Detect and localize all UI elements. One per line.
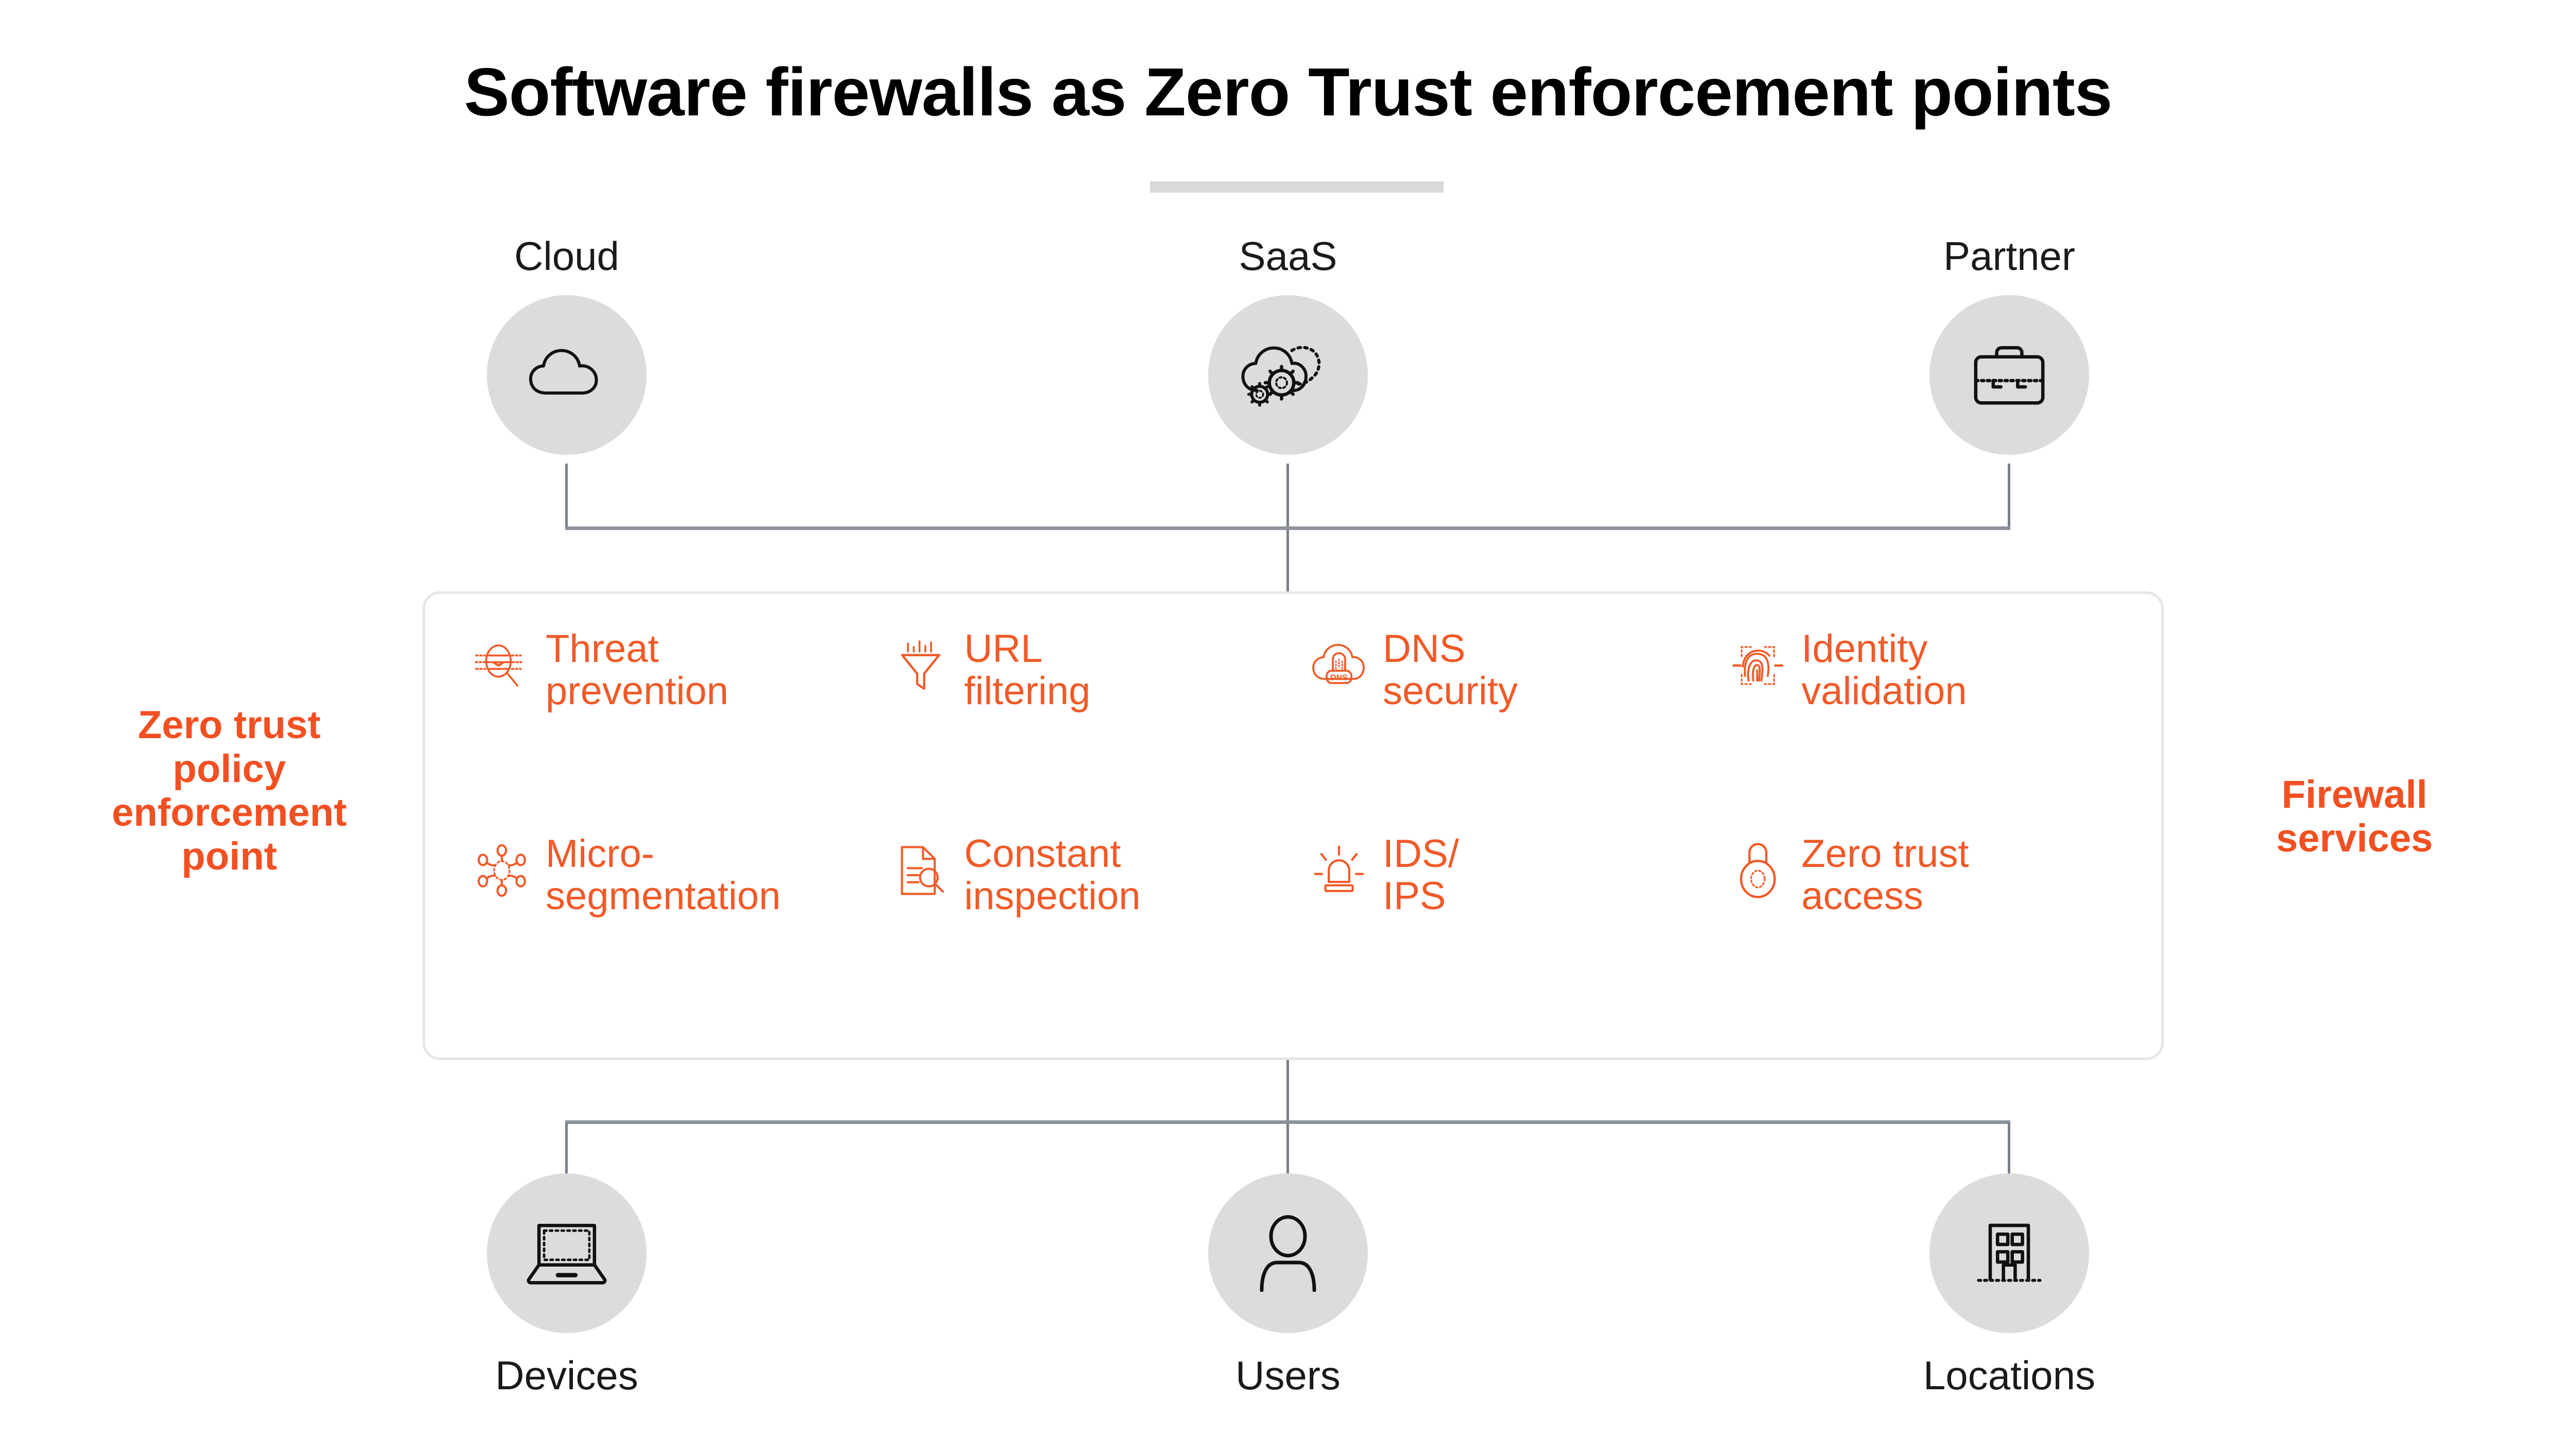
connector-users-drop <box>1286 1123 1289 1173</box>
top-node-cloud-label: Cloud <box>514 233 619 279</box>
top-node-partner-circle <box>1929 295 2089 455</box>
cloud-gears-icon <box>1239 339 1337 411</box>
svg-text:DNS: DNS <box>1330 674 1348 683</box>
service-identity-validation-label: Identity validation <box>1801 627 1967 713</box>
service-ids-ips-label: IDS/ IPS <box>1383 832 1459 918</box>
bottom-node-locations[interactable]: Locations <box>1844 1173 2174 1398</box>
bottom-node-users-label: Users <box>1235 1353 1341 1398</box>
connector-partner-drop <box>2008 464 2010 530</box>
laptop-icon <box>523 1217 611 1289</box>
service-micro-segmentation-label: Micro- segmentation <box>546 832 781 918</box>
document-magnifier-icon <box>890 840 951 901</box>
service-url-filtering-label: URL filtering <box>964 627 1091 713</box>
service-zero-trust-access[interactable]: Zero trust access <box>1714 832 2133 1025</box>
fingerprint-scan-icon <box>1727 635 1788 696</box>
top-node-partner-label: Partner <box>1943 233 2075 279</box>
connector-locations-drop <box>2008 1123 2010 1179</box>
top-node-partner[interactable]: Partner <box>1844 234 2174 455</box>
bottom-node-locations-label: Locations <box>1923 1353 2095 1398</box>
building-icon <box>1971 1215 2047 1291</box>
service-identity-validation[interactable]: Identity validation <box>1714 627 2133 820</box>
firewall-services-box: Threat prevention <box>422 591 2164 1060</box>
padlock-icon <box>1727 840 1788 901</box>
bottom-node-devices[interactable]: Devices <box>402 1173 732 1398</box>
bottom-node-users[interactable]: Users <box>1123 1173 1453 1398</box>
service-dns-security[interactable]: DNS DNS security <box>1295 627 1714 820</box>
person-icon <box>1254 1215 1322 1292</box>
connector-cloud-drop <box>565 464 568 530</box>
dns-cloud-icon: DNS <box>1309 635 1369 696</box>
top-node-cloud-circle <box>487 295 647 455</box>
bottom-node-devices-circle <box>487 1173 647 1333</box>
top-node-saas-label: SaaS <box>1239 233 1337 279</box>
service-dns-security-label: DNS security <box>1383 627 1518 713</box>
service-url-filtering[interactable]: URL filtering <box>877 627 1296 820</box>
top-node-cloud[interactable]: Cloud <box>402 234 732 455</box>
service-ids-ips[interactable]: IDS/ IPS <box>1295 832 1714 1025</box>
briefcase-icon <box>1970 341 2048 409</box>
bottom-node-devices-label: Devices <box>495 1353 638 1398</box>
service-micro-segmentation[interactable]: Micro- segmentation <box>458 832 877 1025</box>
connector-box-bottom-drop <box>1286 1060 1289 1137</box>
firewall-services-grid: Threat prevention <box>425 594 2161 1058</box>
funnel-icon <box>890 635 951 696</box>
micro-segmentation-icon <box>471 840 532 901</box>
firewall-services-label: Firewall services <box>2276 773 2433 861</box>
top-node-saas[interactable]: SaaS <box>1123 234 1453 455</box>
page-title: Software firewalls as Zero Trust enforce… <box>464 54 2112 130</box>
siren-icon <box>1309 840 1369 901</box>
service-zero-trust-access-label: Zero trust access <box>1801 832 1969 918</box>
threat-magnifier-icon <box>471 635 532 696</box>
service-threat-prevention[interactable]: Threat prevention <box>458 627 877 820</box>
service-threat-prevention-label: Threat prevention <box>546 627 728 713</box>
service-constant-inspection[interactable]: Constant inspection <box>877 832 1296 1025</box>
connector-top-bus <box>565 526 2010 530</box>
top-node-saas-circle <box>1208 295 1368 455</box>
bottom-node-locations-circle <box>1929 1173 2089 1333</box>
connector-bottom-bus <box>565 1120 2010 1124</box>
zero-trust-policy-enforcement-point-label: Zero trust policy enforcement point <box>111 703 347 879</box>
bottom-node-users-circle <box>1208 1173 1368 1333</box>
connector-devices-drop <box>565 1123 568 1173</box>
cloud-icon <box>526 344 608 406</box>
service-constant-inspection-label: Constant inspection <box>964 832 1141 918</box>
title-underline-rule <box>1150 181 1444 193</box>
